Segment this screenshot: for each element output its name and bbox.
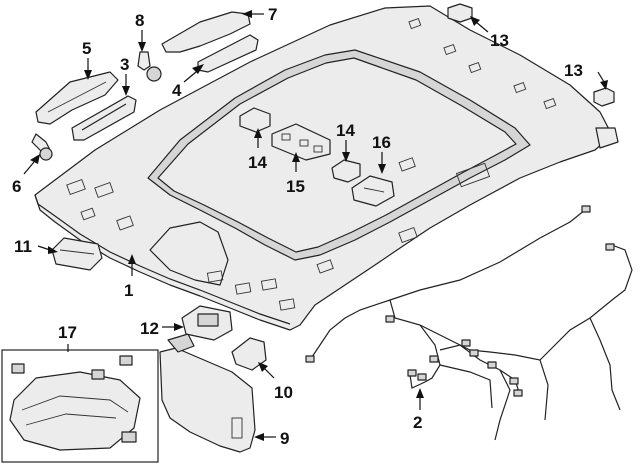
visor-holder-part [231,337,267,371]
switch-part [181,305,233,341]
clip-rear-part [593,87,615,107]
sun-visor-part [159,333,256,453]
rear-bracket-part [161,11,251,53]
callout-12: 12 [140,319,159,338]
wiring-harness-part [305,205,633,441]
overhead-console-box [1,349,159,463]
callout-16: 16 [372,133,391,152]
callout-15: 15 [286,177,305,196]
callout-14-left: 14 [248,153,267,172]
callout-13-front: 13 [490,31,509,50]
callout-5: 5 [82,39,91,58]
console-bracket-part [271,123,331,161]
headliner-part [34,5,619,331]
bracket-part [35,71,119,125]
callout-2: 2 [413,413,422,432]
callout-7: 7 [268,5,277,24]
callout-17: 17 [58,323,77,342]
map-lamp-part [51,237,103,271]
callout-1: 1 [124,281,133,300]
callout-13-rear: 13 [564,61,583,80]
callout-14-right: 14 [336,121,355,140]
screw-part [31,133,53,161]
mount-bracket-part [351,175,395,207]
callout-9: 9 [280,429,289,448]
callout-3: 3 [120,55,129,74]
lamp-bracket-part [239,107,271,133]
callout-11: 11 [14,237,32,256]
grab-handle-part [71,95,137,141]
callout-8: 8 [135,11,144,30]
clip-front-part [447,3,473,23]
callout-6: 6 [12,177,21,196]
callout-4: 4 [172,81,182,100]
leader-lines [23,10,608,441]
bolt-part [137,51,162,82]
callout-10: 10 [274,383,293,402]
sensor-bracket-part [331,159,361,183]
